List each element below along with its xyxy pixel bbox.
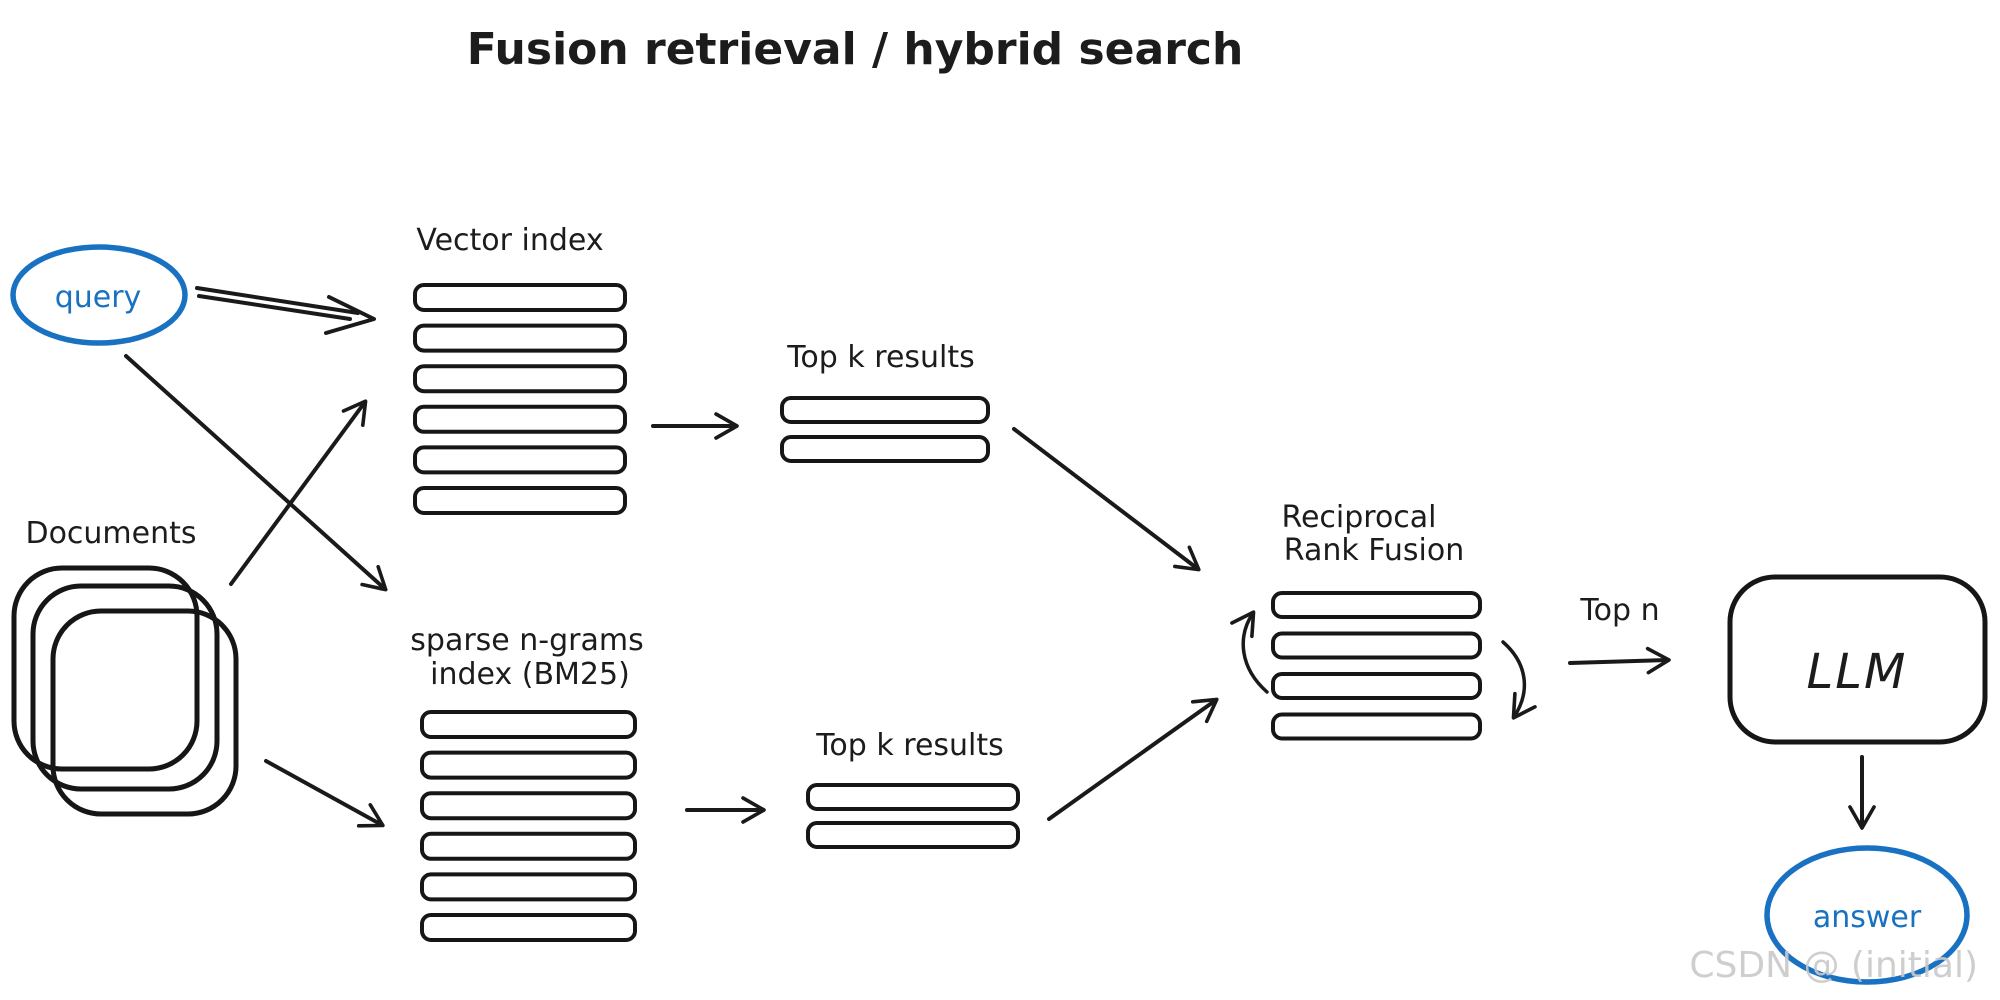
index-bar (1271, 631, 1482, 660)
index-bar (420, 913, 637, 942)
query-to-vector-arrow (195, 286, 376, 335)
vector-index-node: Vector index (413, 223, 627, 515)
llm-node: LLM (1727, 574, 1988, 745)
query-ellipse (10, 244, 188, 346)
sparse-index-label-line1: sparse n-grams (410, 623, 643, 658)
vector-index-bars (413, 283, 627, 515)
index-bar (420, 872, 637, 902)
llm-label: LLM (1807, 644, 1908, 700)
rrf-label-line1: Reciprocal (1281, 500, 1436, 535)
sparse-index-bars (420, 710, 637, 942)
index-bar (1271, 712, 1482, 741)
top-n-label: Top n (1579, 593, 1659, 628)
llm-box (1727, 574, 1988, 745)
index-bar (420, 710, 637, 739)
top-k-sparse-label: Top k results (815, 728, 1004, 763)
top-k-sparse-node: Top k results (806, 728, 1020, 849)
top-k-sparse-bars (806, 783, 1020, 849)
index-bar (780, 435, 990, 463)
sparse-index-node: sparse n-grams index (BM25) (410, 623, 644, 942)
diagram-title: Fusion retrieval / hybrid search (467, 24, 1244, 75)
rrf-to-llm-arrow (1568, 646, 1671, 675)
rrf-label-line2: Rank Fusion (1284, 533, 1464, 568)
top-k-vector-node: Top k results (780, 340, 990, 463)
documents-stack: Documents (11, 516, 239, 817)
index-bar (420, 791, 637, 821)
index-bar (806, 783, 1020, 811)
rrf-bars (1271, 591, 1482, 741)
document-card (30, 583, 220, 792)
query-to-sparse-arrow (124, 354, 388, 592)
rrf-cycle-left-arrow (1230, 610, 1269, 694)
documents-label: Documents (25, 516, 196, 551)
document-card (11, 565, 200, 772)
index-bar (413, 364, 627, 394)
index-bar (1271, 672, 1482, 700)
index-bar (420, 831, 637, 861)
index-bar (420, 750, 637, 780)
topk-sparse-to-rrf-arrow (1047, 697, 1219, 821)
rrf-node: Reciprocal Rank Fusion (1230, 500, 1537, 741)
query-node: query (10, 244, 188, 346)
sparse-index-label-line2: index (BM25) (430, 657, 630, 692)
rrf-cycle-right-arrow (1501, 640, 1537, 720)
answer-ellipse (1764, 845, 1970, 985)
vector-index-label: Vector index (416, 223, 603, 258)
index-bar (413, 445, 627, 475)
index-bar (780, 396, 990, 424)
index-bar (1271, 591, 1482, 619)
documents-to-sparse-arrow (264, 759, 385, 828)
top-k-vector-label: Top k results (786, 340, 975, 375)
topk-vector-to-rrf-arrow (1012, 427, 1201, 572)
documents-to-vector-arrow (229, 399, 368, 586)
index-bar (806, 821, 1020, 849)
answer-label: answer (1813, 900, 1922, 935)
watermark-text: CSDN @ (initial) (1689, 945, 1978, 986)
index-bar (413, 283, 627, 312)
index-bar (413, 323, 627, 353)
index-bar (413, 486, 627, 515)
top-k-vector-bars (780, 396, 990, 463)
answer-node: answer (1764, 845, 1970, 985)
document-card (50, 608, 239, 817)
index-bar (413, 404, 627, 434)
query-label: query (55, 280, 142, 315)
